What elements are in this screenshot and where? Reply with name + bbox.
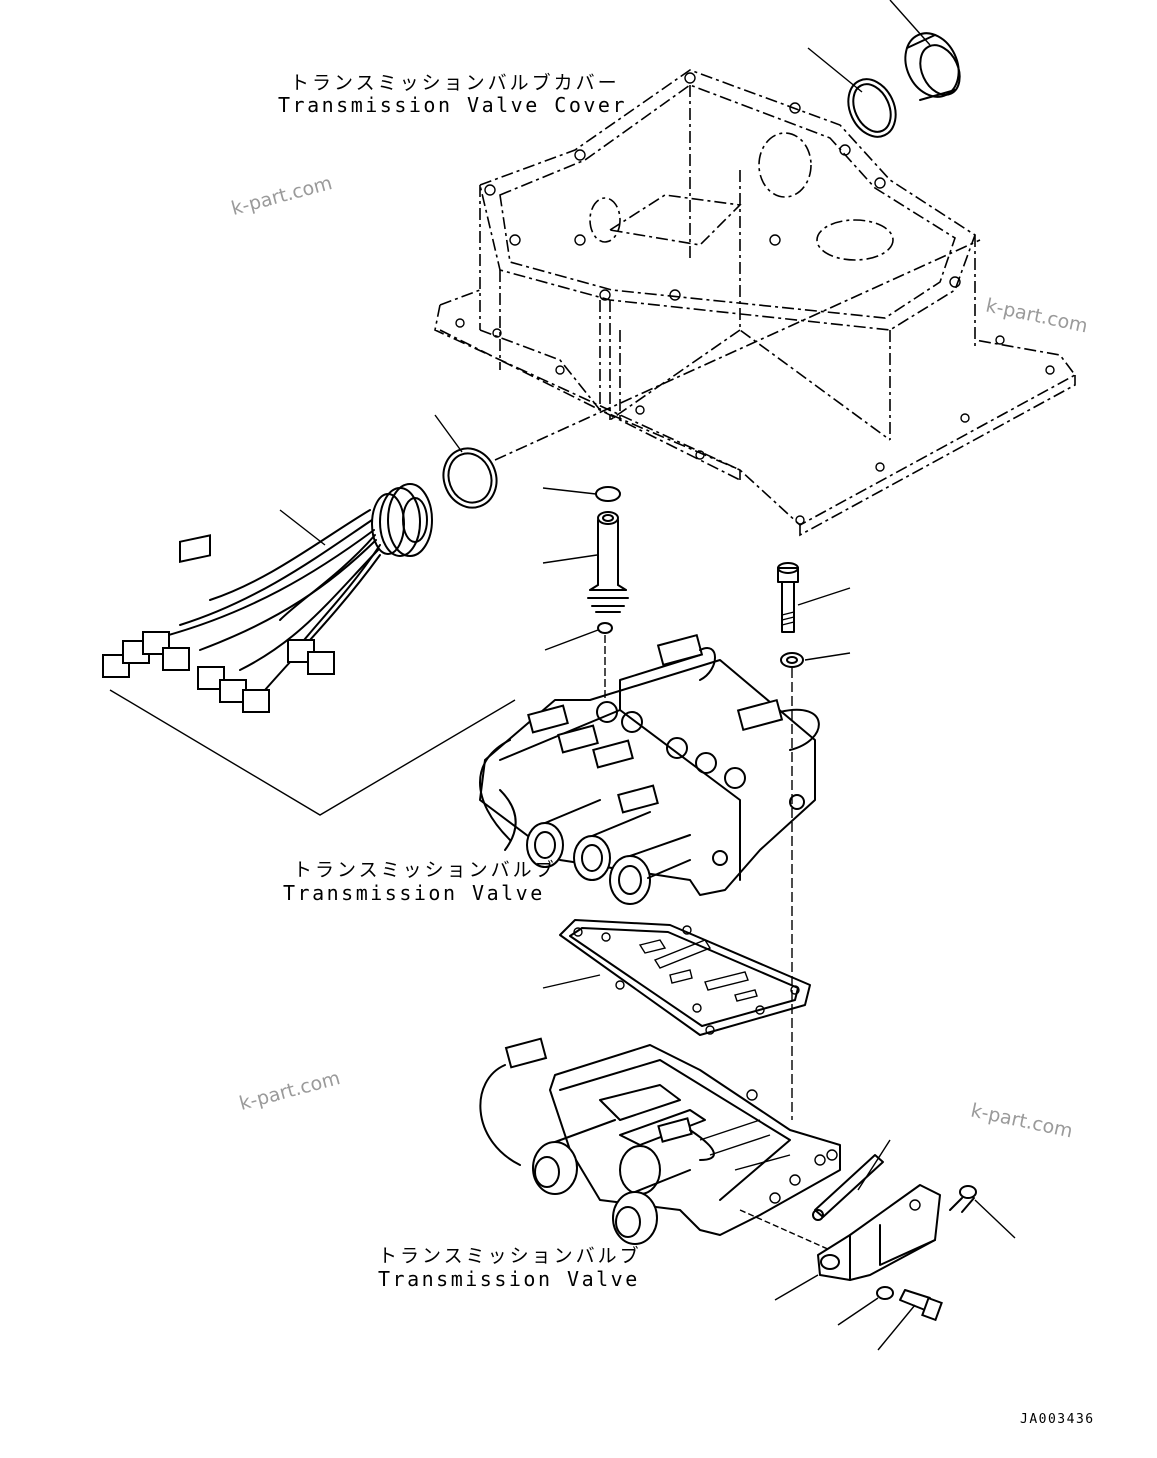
washer-drawing bbox=[780, 652, 804, 668]
tube-drawing bbox=[587, 511, 629, 613]
pin-drawing bbox=[812, 1154, 884, 1221]
lower-valve-label-english: Transmission Valve bbox=[378, 1267, 640, 1291]
valve-cover-drawing bbox=[434, 69, 1077, 537]
o-ring-drawing bbox=[595, 486, 621, 502]
document-id: JA003436 bbox=[1020, 1412, 1095, 1427]
cover-label-english: Transmission Valve Cover bbox=[278, 93, 627, 117]
screw-drawing bbox=[949, 1185, 977, 1213]
washer-drawing bbox=[876, 1286, 894, 1300]
o-ring-drawing bbox=[442, 447, 498, 509]
o-ring-drawing bbox=[847, 78, 897, 138]
valve-body-drawing bbox=[479, 1037, 841, 1245]
cover-label-japanese: トランスミッションバルブカバー bbox=[290, 72, 620, 94]
bolt-drawing bbox=[899, 1289, 943, 1322]
wiring-harness-drawing bbox=[102, 483, 433, 713]
upper-valve-label-japanese: トランスミッションバルブ bbox=[293, 859, 557, 881]
bracket-drawing bbox=[817, 1184, 941, 1281]
gasket-drawing bbox=[559, 919, 811, 1036]
lower-valve-label-japanese: トランスミッションバルブ bbox=[378, 1245, 642, 1267]
bolt-drawing bbox=[777, 562, 799, 633]
o-ring-drawing bbox=[597, 622, 613, 634]
seal-ring-drawing bbox=[904, 32, 961, 101]
valve-body-drawing bbox=[479, 633, 820, 905]
upper-valve-label-english: Transmission Valve bbox=[283, 881, 545, 905]
